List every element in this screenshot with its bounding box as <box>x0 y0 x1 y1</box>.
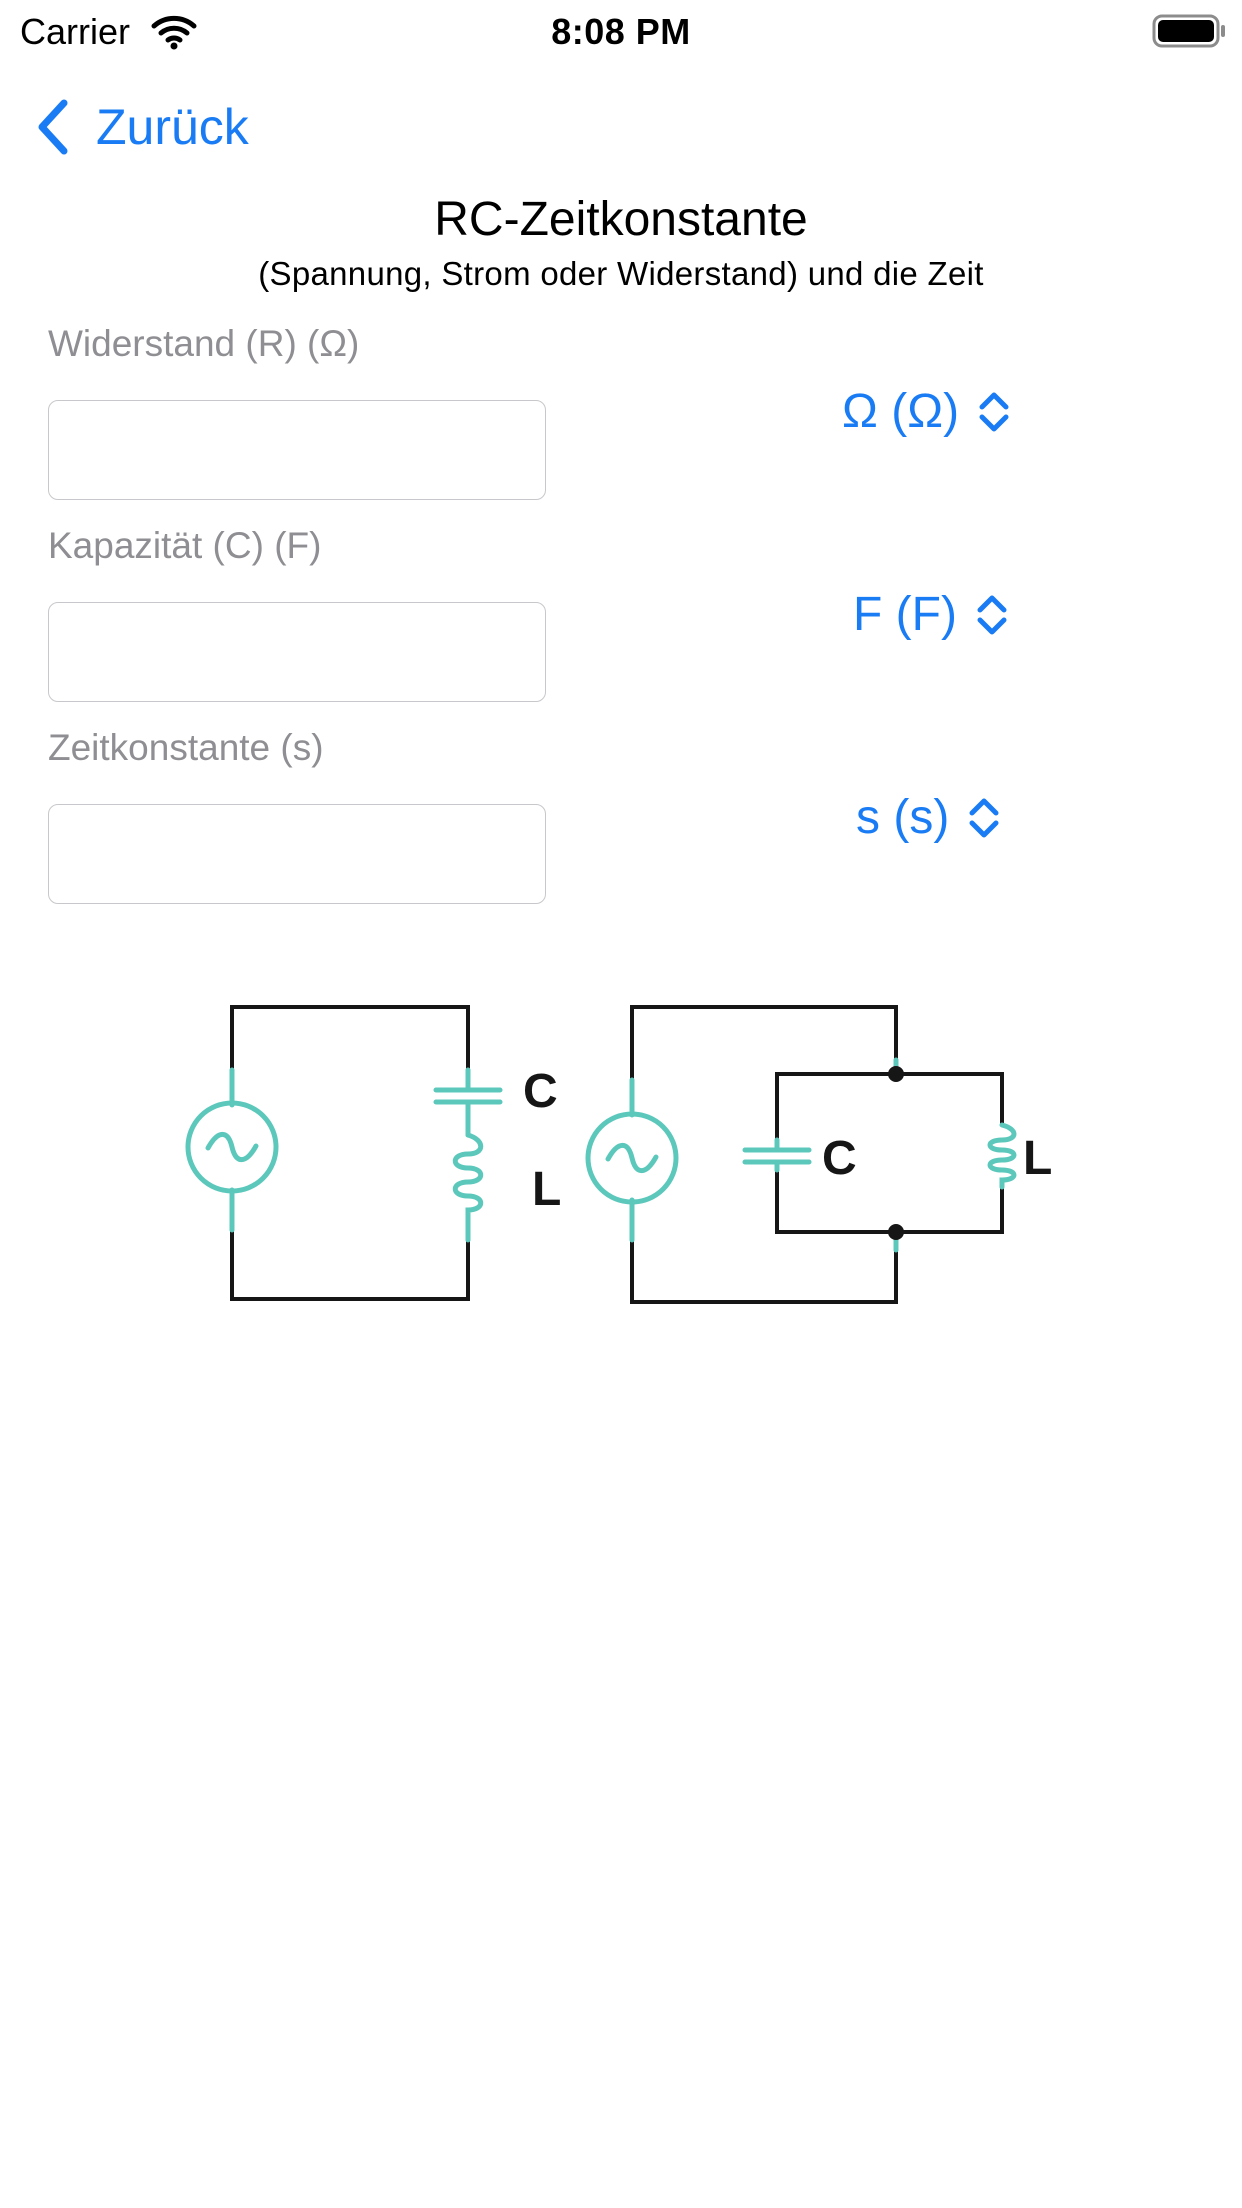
back-button-label: Zurück <box>96 99 249 155</box>
resistance-unit-label: Ω (Ω) <box>842 385 960 438</box>
carrier-label: Carrier <box>20 11 131 52</box>
time-constant-unit-label: s (s) <box>856 791 950 844</box>
capacitance-unit-picker[interactable]: F (F) <box>853 585 1009 645</box>
wifi-icon <box>151 15 197 50</box>
chevron-left-icon <box>38 99 68 155</box>
time-constant-unit-picker[interactable]: s (s) <box>856 788 1001 848</box>
parallel-lc-circuit: C L <box>585 1005 1052 1304</box>
chevron-up-down-icon <box>969 798 999 838</box>
resistance-input[interactable] <box>48 400 546 500</box>
lc-circuit-diagram: C L C L <box>185 1005 1052 1304</box>
parallel-inductor-label: L <box>1023 1132 1052 1185</box>
ac-source-icon <box>585 1111 679 1205</box>
capacitance-input[interactable] <box>48 602 546 702</box>
ac-source-icon <box>185 1100 279 1194</box>
page-title: RC-Zeitkonstante <box>434 193 808 246</box>
parallel-capacitor-label: C <box>822 1132 857 1185</box>
time-constant-label: Zeitkonstante (s) <box>48 727 324 768</box>
battery-icon <box>1152 14 1225 48</box>
status-time: 8:08 PM <box>551 11 691 52</box>
resistance-unit-picker[interactable]: Ω (Ω) <box>842 382 1011 442</box>
chevron-up-down-icon <box>977 595 1007 635</box>
resistance-label: Widerstand (R) (Ω) <box>48 323 360 364</box>
time-constant-input[interactable] <box>48 804 546 904</box>
series-inductor-label: L <box>532 1163 561 1216</box>
inductor-icon <box>452 1132 484 1243</box>
capacitance-label: Kapazität (C) (F) <box>48 525 322 566</box>
series-capacitor-label: C <box>523 1065 558 1118</box>
capacitance-unit-label: F (F) <box>853 588 957 641</box>
chevron-up-down-icon <box>979 392 1009 432</box>
back-button[interactable]: Zurück <box>34 92 249 162</box>
series-lc-circuit: C L <box>185 1005 561 1301</box>
inductor-icon <box>987 1122 1017 1190</box>
page-subtitle: (Spannung, Strom oder Widerstand) und di… <box>258 255 984 292</box>
